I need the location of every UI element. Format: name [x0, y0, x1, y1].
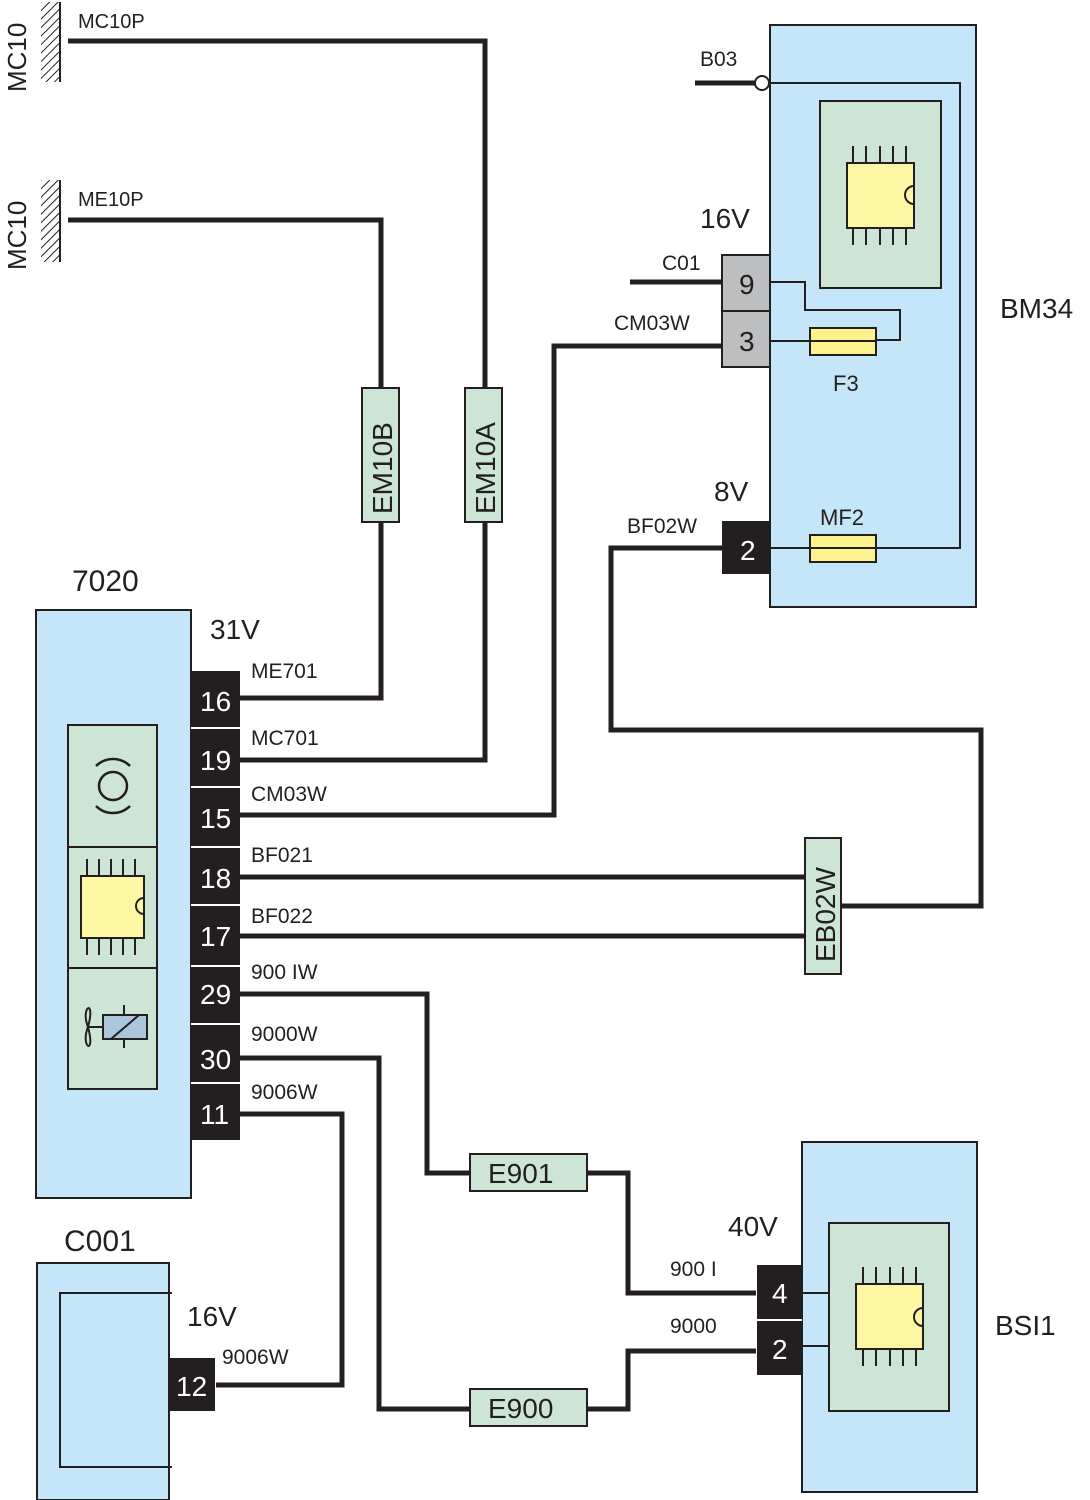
pin-2[interactable]: 2 — [772, 1334, 788, 1365]
component-name-7020: 7020 — [72, 565, 139, 598]
wire-mc701 — [240, 522, 488, 763]
wire-label-bf02w: BF02W — [627, 515, 697, 538]
component-name-bm34: BM34 — [1000, 293, 1073, 324]
pin-16[interactable]: 16 — [200, 686, 231, 717]
pin-11[interactable]: 11 — [200, 1099, 229, 1130]
wire-9000 — [586, 1348, 756, 1412]
component-name-bsi1: BSI1 — [995, 1310, 1056, 1341]
wire-label-900i: 900 I — [670, 1258, 717, 1281]
wire-label-mc701: MC701 — [251, 727, 319, 750]
splice-eb02w[interactable]: EB02W — [804, 837, 842, 975]
wire-label-b03: B03 — [700, 48, 737, 71]
ground-hatch-icon — [41, 2, 59, 82]
wire-me701 — [240, 522, 384, 701]
pin-12-block — [169, 1358, 215, 1411]
pin-2[interactable] — [722, 521, 770, 574]
svg-text:EM10B: EM10B — [367, 422, 398, 514]
wire-900i — [586, 1170, 756, 1296]
component-bsi1[interactable]: 4 2 — [757, 1141, 978, 1493]
voltage-8v: 8V — [714, 476, 749, 507]
splice-em10a[interactable]: EM10A — [464, 387, 503, 523]
pin-3[interactable] — [721, 310, 771, 368]
component-c001[interactable]: 12 — [36, 1262, 215, 1500]
ground-mc10-bottom: MC10 ME10P — [2, 180, 144, 270]
svg-text:EM10A: EM10A — [470, 422, 501, 514]
wire-me10p — [68, 217, 384, 390]
pin-17[interactable]: 17 — [200, 921, 231, 952]
wire-label-9000: 9000 — [670, 1315, 717, 1338]
pin-4[interactable]: 4 — [772, 1278, 788, 1309]
b03-terminal-icon — [754, 75, 770, 91]
wire-label-bf021: BF021 — [251, 844, 313, 867]
chip-icon — [80, 859, 145, 955]
splice-e900[interactable]: E900 — [469, 1388, 588, 1427]
fan-relay-icon — [84, 1005, 148, 1048]
pin-30[interactable]: 30 — [200, 1044, 231, 1075]
wire-cm03w — [240, 343, 722, 818]
component-bm34[interactable]: 9 3 F3 2 MF2 — [721, 24, 977, 608]
connector-7020 — [191, 671, 240, 1140]
brake-disc-icon — [95, 757, 131, 815]
splice-e901[interactable]: E901 — [469, 1153, 588, 1192]
svg-text:MF2: MF2 — [820, 505, 864, 530]
wire-label-c01: C01 — [662, 252, 701, 275]
pin-29[interactable]: 29 — [200, 979, 231, 1010]
component-7020[interactable]: 16 19 15 18 17 29 30 11 — [35, 609, 240, 1199]
voltage-31v: 31V — [210, 614, 260, 645]
wire-label-cm03w: CM03W — [614, 312, 690, 335]
pin-18[interactable]: 18 — [200, 863, 231, 894]
svg-text:9: 9 — [739, 269, 755, 300]
pin-12[interactable]: 12 — [176, 1371, 207, 1402]
voltage-40v: 40V — [728, 1211, 778, 1242]
wire-label-cm03w: CM03W — [251, 783, 327, 806]
pin-9[interactable] — [721, 254, 771, 312]
ground-mc10-top: MC10 MC10P — [2, 2, 145, 92]
wire-label: MC10P — [78, 11, 145, 33]
svg-text:EB02W: EB02W — [810, 867, 841, 962]
chip-icon — [855, 1267, 924, 1366]
pin-19[interactable]: 19 — [200, 745, 231, 776]
wire-label-900iw: 900 IW — [251, 961, 318, 984]
svg-text:F3: F3 — [833, 371, 859, 396]
ground-hatch-icon — [41, 180, 59, 262]
wire-label-me701: ME701 — [251, 660, 318, 683]
wire-9000w — [240, 1055, 470, 1412]
wire-label-9000w: 9000W — [251, 1023, 318, 1046]
ground-label: MC10 — [2, 201, 32, 270]
wire-bf02w — [608, 545, 984, 909]
svg-text:E900: E900 — [488, 1393, 553, 1424]
splice-em10b[interactable]: EM10B — [361, 387, 400, 523]
pin-15[interactable]: 15 — [200, 803, 231, 834]
svg-text:E901: E901 — [488, 1158, 553, 1189]
voltage-16v: 16V — [700, 203, 750, 234]
svg-text:2: 2 — [740, 535, 756, 566]
chip-icon — [846, 146, 915, 245]
wire-900iw — [240, 991, 470, 1176]
ground-label: MC10 — [2, 23, 32, 92]
component-name-c001: C001 — [64, 1225, 136, 1258]
wire-label-bf022: BF022 — [251, 905, 313, 928]
wire-label-9006w-c001: 9006W — [222, 1346, 289, 1369]
wire-mc10p — [68, 38, 488, 390]
wire-9006w — [216, 1111, 345, 1388]
wire-label: ME10P — [78, 189, 144, 211]
wire-label-9006w: 9006W — [251, 1081, 318, 1104]
svg-text:3: 3 — [739, 326, 755, 357]
voltage-16v-c001: 16V — [187, 1301, 237, 1332]
